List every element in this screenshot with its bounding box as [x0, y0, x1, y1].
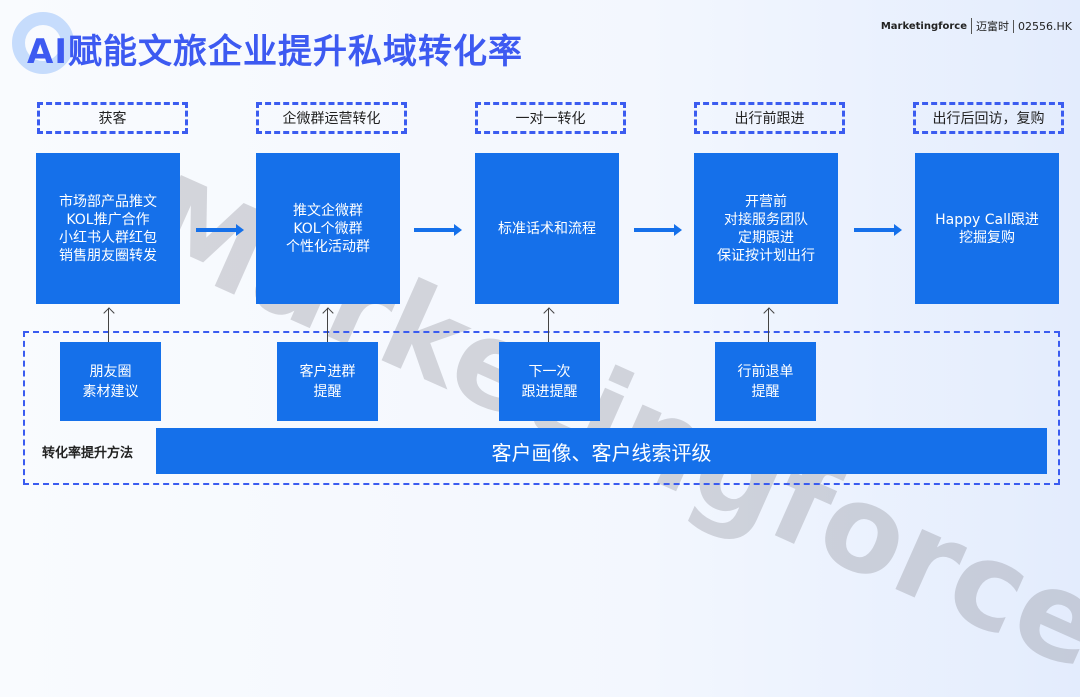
arrow-up-icon	[548, 308, 549, 342]
arrow-up-icon	[327, 308, 328, 342]
method-box-2: 客户进群 提醒	[277, 342, 378, 421]
method-label: 转化率提升方法	[42, 446, 134, 461]
logo-brand: Marketingforce	[880, 20, 968, 32]
arrow-right-icon	[196, 224, 244, 236]
method-box-1: 朋友圈 素材建议	[60, 342, 161, 421]
stage-head-2: 企微群运营转化	[256, 102, 407, 134]
method-box-3: 下一次 跟进提醒	[499, 342, 600, 421]
stage-head-4: 出行前跟进	[694, 102, 845, 134]
method-box-4: 行前退单 提醒	[715, 342, 816, 421]
stage-head-3: 一对一转化	[475, 102, 626, 134]
page-title: AI赋能文旅企业提升私域转化率	[27, 32, 523, 72]
arrow-up-icon	[768, 308, 769, 342]
stage-head-5: 出行后回访，复购	[913, 102, 1064, 134]
methods-container	[23, 331, 1060, 485]
logo-cn: 迈富时	[971, 18, 1009, 34]
stage-card-4: 开营前 对接服务团队 定期跟进 保证按计划出行	[694, 153, 838, 304]
stage-card-2: 推文企微群 KOL个微群 个性化活动群	[256, 153, 400, 304]
logo-ticker: 02556.HK	[1013, 19, 1072, 33]
stage-card-1: 市场部产品推文 KOL推广合作 小红书人群红包 销售朋友圈转发	[36, 153, 180, 304]
stage-card-5: Happy Call跟进 挖掘复购	[915, 153, 1059, 304]
arrow-right-icon	[414, 224, 462, 236]
arrow-right-icon	[634, 224, 682, 236]
arrow-right-icon	[854, 224, 902, 236]
arrow-up-icon	[108, 308, 109, 342]
stage-head-1: 获客	[37, 102, 188, 134]
stage-card-3: 标准话术和流程	[475, 153, 619, 304]
bottom-bar: 客户画像、客户线索评级	[156, 428, 1047, 474]
